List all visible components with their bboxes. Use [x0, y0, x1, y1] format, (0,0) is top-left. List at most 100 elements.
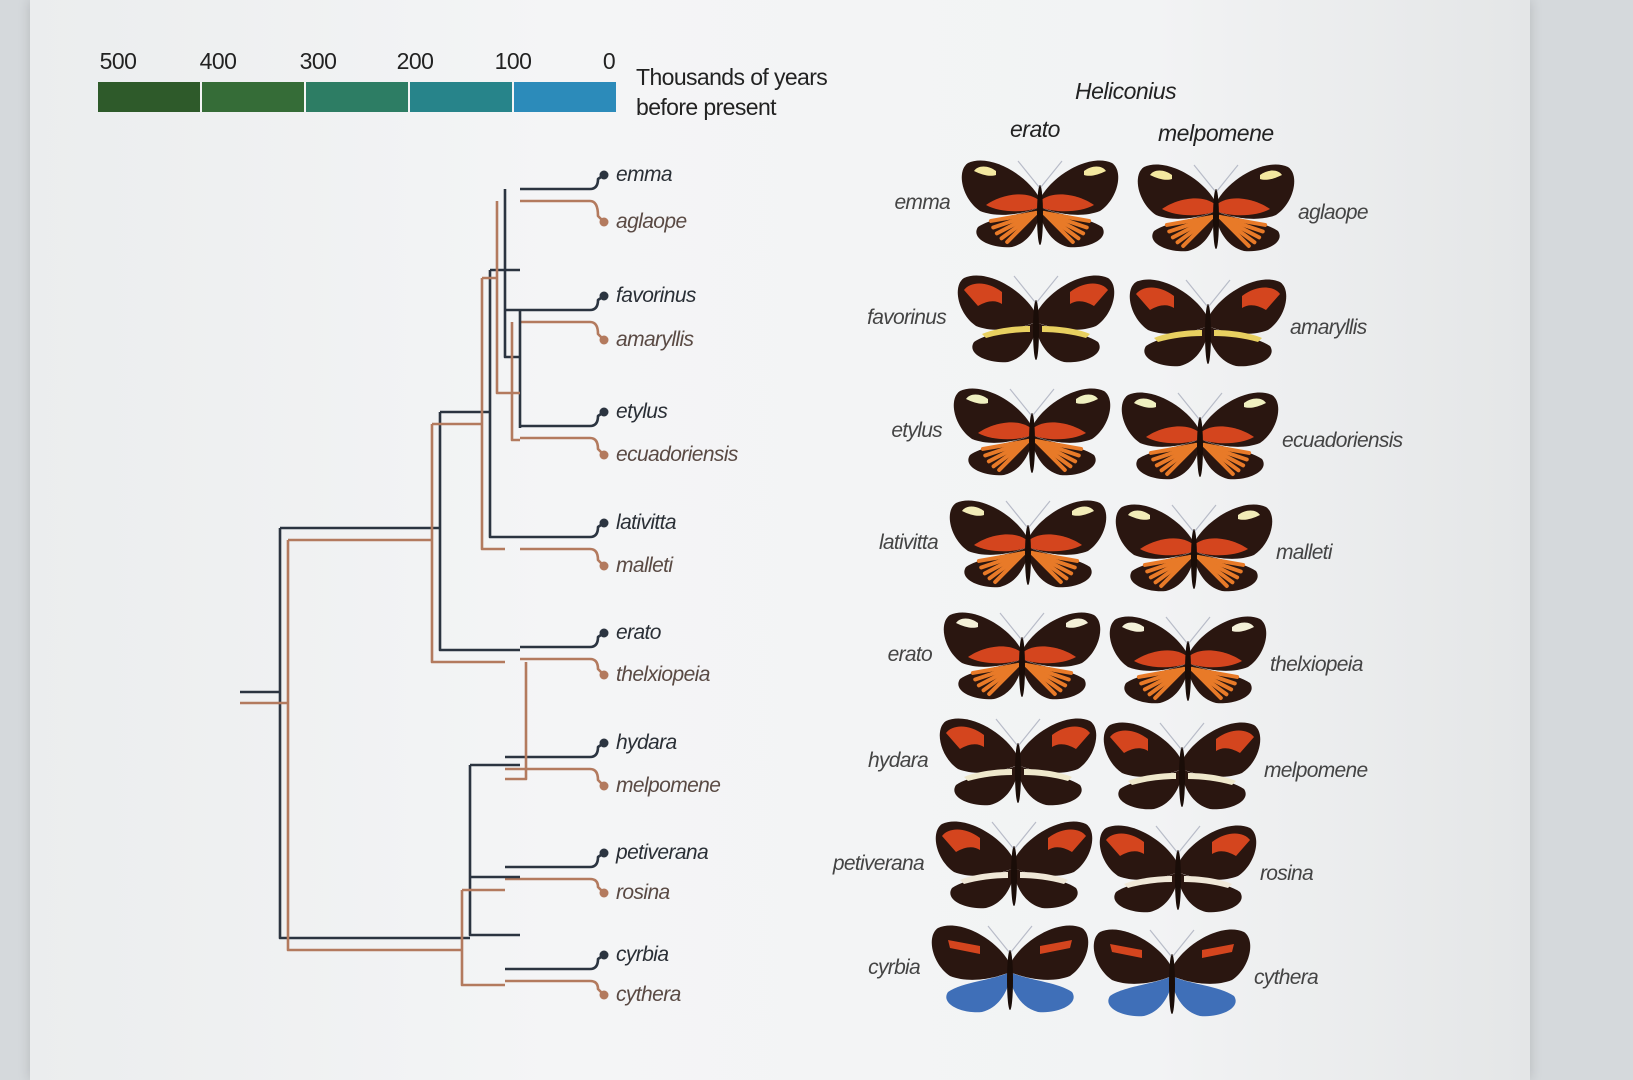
genus-header: Heliconius: [1075, 78, 1177, 104]
forewing-red-patch: [1040, 194, 1094, 212]
forewing-spot: [1134, 398, 1156, 408]
antennae: [1005, 500, 1051, 528]
tip-label-aglaope: aglaope: [616, 210, 687, 233]
time-segment: [514, 82, 616, 112]
body: [1175, 850, 1181, 910]
butterfly-specimen: [1121, 392, 1279, 480]
tree-branch: [520, 657, 605, 676]
forewing-spot: [1150, 170, 1172, 180]
forewing: [1182, 722, 1261, 777]
body: [1025, 525, 1031, 585]
tip-label-amaryllis: amaryllis: [616, 328, 694, 351]
forewing-band: [948, 940, 980, 954]
tick-200: 200: [396, 48, 434, 74]
hindwing-bar: [1042, 326, 1090, 338]
tip-label-malleti: malleti: [616, 554, 673, 577]
hindwing-ray: [1024, 663, 1057, 696]
hindwing-ray: [1159, 555, 1192, 588]
forewing-band: [1136, 287, 1174, 310]
tip-dot: [599, 670, 609, 680]
forewing-red-patch: [1134, 650, 1188, 668]
tip-dot: [599, 950, 609, 960]
tree-branch: [520, 410, 605, 428]
tick-100: 100: [494, 48, 532, 74]
forewing-red-patch: [968, 646, 1022, 664]
body: [1191, 529, 1197, 589]
butterfly-label-cyrbia: cyrbia: [868, 956, 921, 979]
tree-branch: [520, 199, 605, 223]
forewing-red-patch: [1140, 538, 1194, 556]
forewing: [1010, 925, 1089, 980]
butterfly-label-melpomene: melpomene: [1264, 759, 1368, 782]
butterfly-label-lativitta: lativitta: [878, 531, 939, 554]
tree-branch: [488, 268, 520, 539]
tree-branch: [520, 320, 605, 341]
tip-label-erato: erato: [616, 621, 661, 644]
hindwing: [1108, 976, 1172, 1017]
antennae: [1017, 160, 1063, 188]
butterfly-specimen: [1093, 929, 1251, 1017]
butterfly-label-cythera: cythera: [1254, 966, 1319, 989]
tip-dot: [599, 990, 609, 1000]
forewing-spot: [1122, 622, 1144, 632]
antennae: [1165, 616, 1211, 644]
hindwing-bar: [1124, 876, 1172, 888]
forewing-band: [1040, 940, 1072, 954]
antennae: [1013, 275, 1059, 303]
time-segment: [410, 82, 514, 112]
tree-branch: [460, 888, 505, 987]
antennae: [987, 925, 1033, 953]
hindwing-ray: [1165, 443, 1198, 476]
forewing-band: [942, 829, 980, 852]
forewing-red-patch: [1216, 198, 1270, 216]
hindwing-ray: [1218, 215, 1251, 248]
body: [1015, 743, 1021, 803]
antennae: [1149, 929, 1195, 957]
forewing-spot: [1260, 170, 1282, 180]
butterfly-specimen: [931, 925, 1089, 1013]
body: [1037, 185, 1043, 245]
tree-branch: [430, 422, 505, 664]
hindwing: [946, 972, 1010, 1013]
tip-dot: [599, 848, 609, 858]
tree-branch: [505, 767, 605, 787]
hindwing-ray: [997, 439, 1030, 472]
butterfly-specimen: [943, 612, 1101, 700]
hindwing-ray: [1202, 443, 1235, 476]
butterfly-label-malleti: malleti: [1276, 541, 1332, 564]
hindwing-ray: [1042, 211, 1075, 244]
forewing-band: [1216, 730, 1254, 753]
hindwing-bar: [1024, 769, 1072, 781]
hindwing-ray: [1181, 215, 1214, 248]
forewing: [957, 275, 1036, 330]
tick-0: 0: [602, 48, 616, 74]
butterfly-specimen: [1115, 504, 1273, 592]
time-segment: [306, 82, 410, 112]
forewing-band: [1110, 944, 1142, 958]
tree-branch: [520, 631, 605, 649]
forewing-spot: [1072, 506, 1094, 516]
body: [1011, 846, 1017, 906]
hindwing: [1010, 972, 1074, 1013]
tree-branch: [505, 979, 605, 996]
tip-dot: [599, 781, 609, 791]
tip-dot: [599, 518, 609, 528]
forewing-band: [1052, 726, 1090, 749]
tip-label-lativitta: lativitta: [616, 511, 677, 534]
tip-label-rosina: rosina: [616, 881, 670, 904]
hindwing: [1172, 976, 1236, 1017]
forewing-red-patch: [1200, 426, 1254, 444]
antennae: [999, 612, 1045, 640]
butterfly-specimen: [1103, 722, 1261, 810]
body: [1197, 417, 1203, 477]
butterfly-label-hydara: hydara: [867, 749, 929, 772]
forewing-red-patch: [1022, 646, 1076, 664]
forewing-band: [1070, 283, 1108, 306]
body: [1213, 189, 1219, 249]
tree-branch: [286, 540, 462, 952]
tree-branch: [480, 276, 505, 551]
forewing-red-patch: [986, 194, 1040, 212]
butterfly-specimen: [957, 275, 1115, 363]
forewing-red-patch: [1146, 426, 1200, 444]
butterfly-label-aglaope: aglaope: [1298, 201, 1369, 224]
